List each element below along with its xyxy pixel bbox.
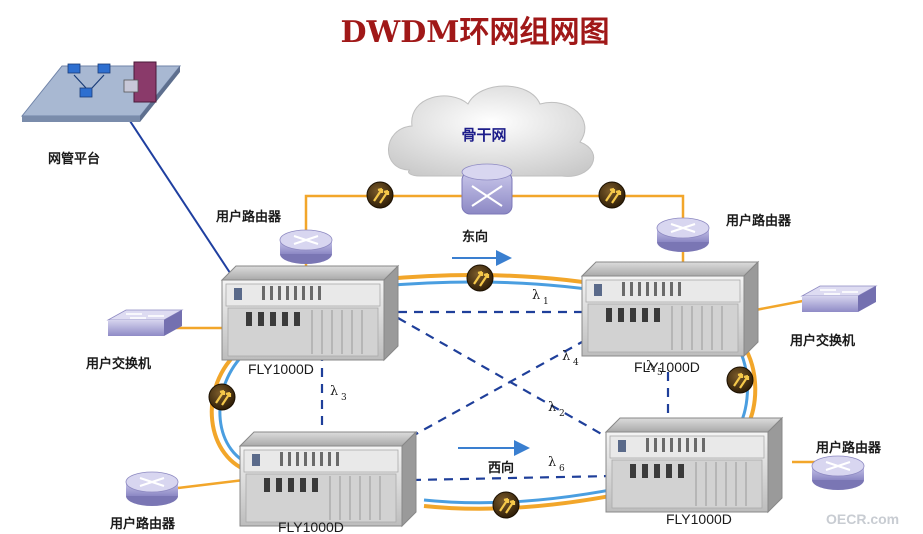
svg-text:5: 5: [657, 368, 663, 378]
east-label: 东向: [462, 229, 488, 245]
router-label-ne: 用户路由器: [725, 213, 792, 229]
router-icon-ne: [656, 217, 710, 253]
device-label-sw: FLY1000D: [278, 519, 344, 534]
router-icon-sw: [125, 471, 179, 507]
backbone-label: 骨干网: [461, 126, 506, 144]
amplifier-icon-uplink-east: [597, 180, 627, 210]
router-label-se: 用户路由器: [815, 440, 882, 456]
svg-text:λ: λ: [562, 349, 570, 364]
page-title: DWDM环网组网图: [341, 15, 610, 50]
backbone-cloud: [388, 85, 595, 177]
switch-label-east: 用户交换机: [789, 333, 855, 349]
switch-icon-east: [801, 285, 877, 313]
svg-text:4: 4: [573, 358, 579, 368]
amplifier-icon-ring-south: [491, 490, 521, 520]
fly1000d-node-se: [605, 417, 783, 513]
amplifier-icon-ring-east: [725, 365, 755, 395]
svg-text:3: 3: [341, 393, 347, 403]
lambda-2: λ 2: [548, 400, 565, 419]
lambda-1: λ 1: [532, 288, 549, 307]
watermark: OECR.com: [826, 511, 899, 527]
router-icon-nw: [279, 229, 333, 265]
direction-arrows: [452, 250, 530, 456]
lambda-5: λ 5: [646, 359, 663, 378]
router-icon-se: [811, 455, 865, 491]
svg-text:λ: λ: [330, 384, 338, 399]
amplifier-icon-ring-north: [465, 263, 495, 293]
svg-text:λ: λ: [532, 288, 540, 303]
device-label-se: FLY1000D: [666, 511, 732, 527]
lambda-6: λ 6: [548, 455, 565, 474]
fly1000d-node-ne: [581, 261, 759, 357]
svg-text:2: 2: [559, 409, 565, 419]
svg-text:λ: λ: [548, 455, 556, 470]
amplifier-icon-ring-west: [207, 382, 237, 412]
management-link: [127, 117, 239, 286]
switch-label-west: 用户交换机: [85, 356, 151, 372]
svg-text:1: 1: [543, 297, 549, 307]
lambda-3: λ 3: [330, 384, 347, 403]
nms-platform-label: 网管平台: [48, 151, 100, 167]
fly1000d-node-sw: [239, 431, 417, 527]
router-label-nw: 用户路由器: [215, 209, 282, 225]
svg-text:6: 6: [559, 464, 565, 474]
router-label-sw: 用户路由器: [109, 516, 176, 532]
amplifier-icon-uplink-west: [365, 180, 395, 210]
svg-text:λ: λ: [646, 359, 654, 374]
svg-text:λ: λ: [548, 400, 556, 415]
backbone-router-icon: [461, 163, 513, 215]
west-label: 西向: [488, 460, 514, 476]
nms-platform-icon: [20, 61, 182, 122]
wavelength-paths: [320, 310, 670, 482]
switch-icon-west: [107, 309, 183, 337]
device-label-nw: FLY1000D: [248, 361, 314, 377]
lambda-4: λ 4: [562, 349, 579, 368]
fly1000d-node-nw: [221, 265, 399, 361]
device-label-ne: FLY1000D: [634, 359, 700, 375]
